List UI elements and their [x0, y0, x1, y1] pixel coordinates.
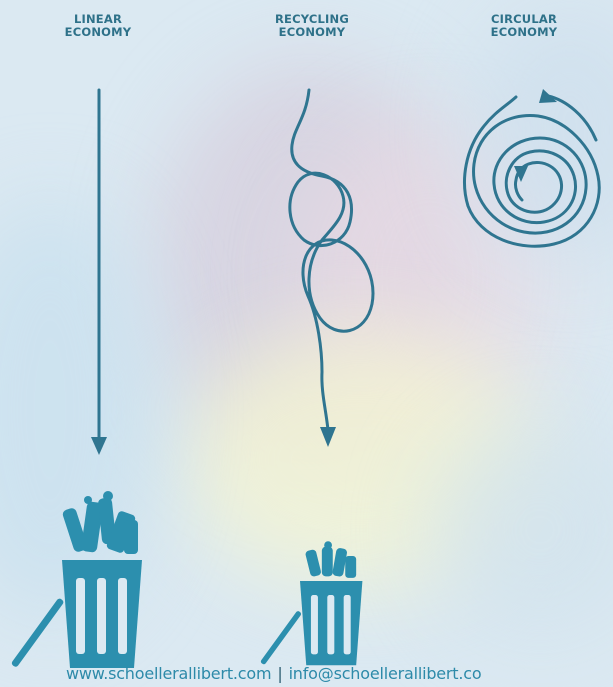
recycling-arrowhead-icon: [320, 427, 336, 447]
linear-arrowhead-icon: [91, 437, 107, 455]
website-link[interactable]: www.schoellerallibert.com: [66, 664, 271, 683]
footer-contact: www.schoellerallibert.com|info@schoeller…: [66, 664, 481, 683]
linear-waste-bin-icon: [11, 491, 142, 668]
footer-separator: |: [271, 664, 288, 683]
recycling-waste-bin-icon: [260, 541, 362, 665]
recycling-path: [290, 90, 373, 430]
circular-spiral-path: [465, 96, 600, 246]
email-link[interactable]: info@schoellerallibert.co: [289, 664, 482, 683]
